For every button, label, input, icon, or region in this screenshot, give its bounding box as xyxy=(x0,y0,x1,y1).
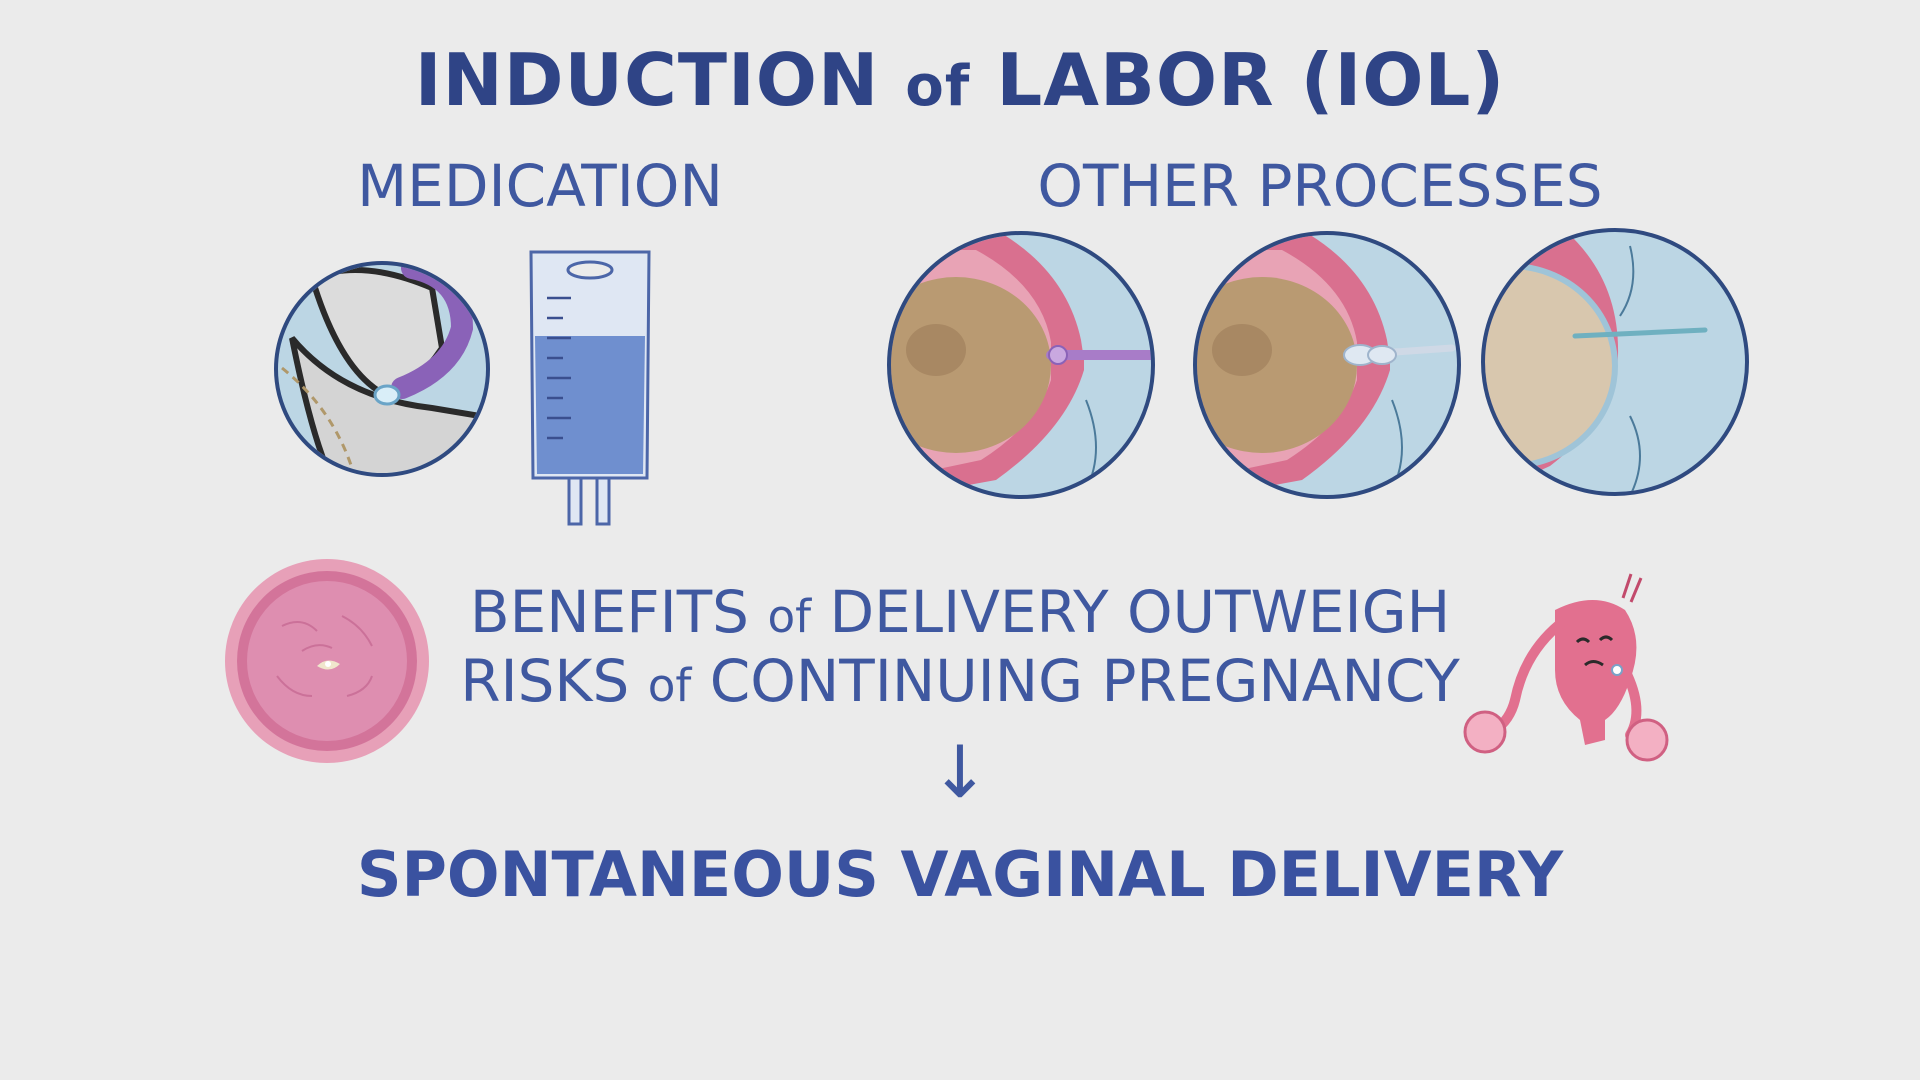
title-part-induction: INDUCTION xyxy=(414,38,880,122)
benefits-statement: BENEFITS of DELIVERY OUTWEIGH RISKS of C… xyxy=(440,580,1480,718)
benefits-line-2: RISKS of CONTINUING PREGNANCY xyxy=(440,649,1480,718)
uterus-character-icon xyxy=(1463,573,1669,762)
balloon-catheter-icon xyxy=(1193,231,1461,499)
risks-word: RISKS xyxy=(460,647,630,715)
medication-heading: MEDICATION xyxy=(357,152,723,220)
risks-of: of xyxy=(647,659,692,712)
spontaneous-vaginal-delivery: SPONTANEOUS VAGINAL DELIVERY xyxy=(356,838,1564,911)
benefits-of: of xyxy=(767,590,812,643)
vaginal-insert-icon xyxy=(274,261,490,477)
page-title: INDUCTION of LABOR (IOL) xyxy=(0,38,1920,122)
benefits-word: BENEFITS xyxy=(469,578,749,646)
iv-bag-icon xyxy=(529,250,651,526)
down-arrow-icon: ↓ xyxy=(929,730,991,814)
delivery-outweigh: DELIVERY OUTWEIGH xyxy=(829,578,1451,646)
cervix-icon xyxy=(225,559,429,763)
other-processes-heading: OTHER PROCESSES xyxy=(1037,152,1603,220)
title-part-labor: LABOR (IOL) xyxy=(996,38,1506,122)
continuing-pregnancy: CONTINUING PREGNANCY xyxy=(709,647,1460,715)
benefits-line-1: BENEFITS of DELIVERY OUTWEIGH xyxy=(440,580,1480,649)
membrane-sweep-icon xyxy=(887,231,1155,499)
title-part-of: of xyxy=(905,54,971,119)
amniotomy-icon xyxy=(1481,228,1749,496)
